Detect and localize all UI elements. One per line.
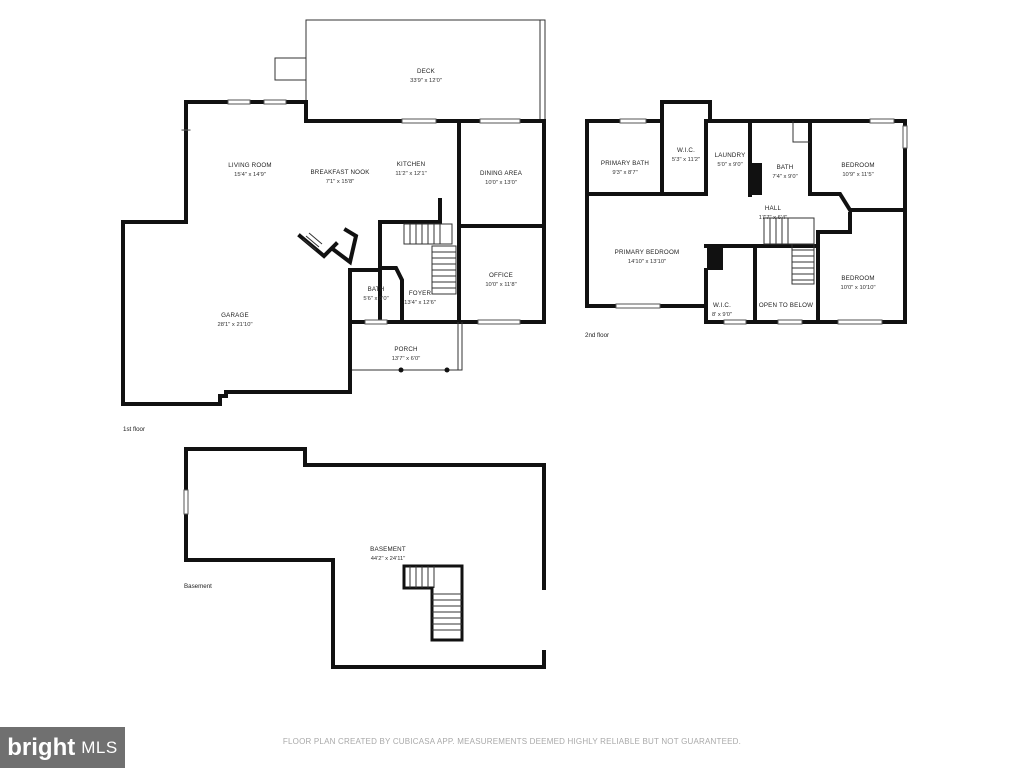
basement-stairs	[402, 564, 464, 642]
bath-1-dimensions: 5'6" x 8'0"	[363, 296, 388, 302]
second-floor-interior-walls	[585, 119, 907, 324]
office-label: OFFICE	[489, 272, 513, 279]
basement-window	[183, 489, 189, 515]
first-floor-interior-walls	[348, 119, 546, 324]
breakfast-nook-dimensions: 7'1" x 15'8"	[326, 179, 355, 185]
chimney-block	[750, 163, 762, 195]
hall-dimensions: 17'7" x 6'4"	[759, 215, 788, 221]
bath-1-label: BATH	[368, 286, 385, 293]
kitchen-label: KITCHEN	[397, 161, 426, 168]
chimney-block	[707, 246, 723, 270]
basement-floor-label: Basement	[184, 583, 212, 590]
deck-label: DECK	[417, 68, 436, 75]
living-room-label: LIVING ROOM	[228, 162, 271, 169]
logo-brand-text: bright	[7, 733, 76, 761]
living-room-dimensions: 15'4" x 14'9"	[234, 172, 266, 178]
bath-2-dimensions: 7'4" x 9'0"	[772, 174, 797, 180]
basement-outer-walls	[184, 447, 546, 669]
bath-2-label: BATH	[777, 164, 794, 171]
wic-1-label: W.I.C.	[677, 147, 695, 154]
laundry-dimensions: 5'0" x 9'0"	[717, 162, 742, 168]
primary-bath-dimensions: 9'3" x 8'7"	[612, 170, 637, 176]
dining-area-label: DINING AREA	[480, 170, 523, 177]
second-floor-plan: PRIMARY BATH 9'3" x 8'7" W.I.C. 5'3" x 1…	[585, 100, 908, 339]
garage-walls	[121, 220, 352, 406]
first-floor-label: 1st floor	[123, 426, 145, 433]
angled-closet-walls	[297, 227, 359, 266]
garage-label: GARAGE	[221, 312, 249, 319]
laundry-label: LAUNDRY	[715, 152, 746, 159]
first-floor-plan: DECK 33'9" x 12'0" LIVING ROOM 15'4" x 1…	[121, 19, 546, 433]
bedroom-2-dimensions: 10'0" x 10'10"	[840, 285, 875, 291]
second-floor-windows	[615, 118, 908, 325]
basement-plan: BASEMENT 44'2" x 24'11" Basement	[183, 447, 548, 669]
second-floor-label: 2nd floor	[585, 332, 609, 339]
basement-door-gap	[540, 590, 548, 650]
second-floor-stairs	[763, 217, 815, 285]
office-dimensions: 10'0" x 11'8"	[485, 282, 516, 288]
basement-room-label: BASEMENT	[370, 546, 406, 553]
breakfast-nook-label: BREAKFAST NOOK	[310, 169, 370, 176]
dining-area-dimensions: 10'0" x 13'0"	[485, 180, 517, 186]
garage-dimensions: 28'1" x 21'10"	[217, 322, 252, 328]
primary-bedroom-dimensions: 14'10" x 13'10"	[628, 259, 666, 265]
primary-bedroom-label: PRIMARY BEDROOM	[615, 249, 680, 256]
porch-dimensions: 13'7" x 6'0"	[392, 356, 421, 362]
hall-label: HALL	[765, 205, 782, 212]
second-floor-outer-walls	[585, 100, 907, 324]
first-floor-windows	[181, 99, 521, 325]
bedroom-2-label: BEDROOM	[841, 275, 874, 282]
porch-label: PORCH	[394, 346, 417, 353]
basement-room-dimensions: 44'2" x 24'11"	[371, 556, 406, 562]
first-floor-main-walls	[184, 100, 546, 394]
disclaimer-text: FLOOR PLAN CREATED BY CUBICASA APP. MEAS…	[282, 737, 742, 746]
porch-outline	[352, 322, 463, 371]
wic-2-dimensions: 8' x 9'0"	[712, 312, 732, 318]
first-floor-stairs	[403, 223, 457, 295]
foyer-label: FOYER	[409, 290, 432, 297]
closet-outline	[792, 121, 810, 143]
primary-bath-label: PRIMARY BATH	[601, 160, 649, 167]
deck-outline	[274, 19, 546, 121]
open-to-below-label: OPEN TO BELOW	[759, 302, 813, 309]
bedroom-1-label: BEDROOM	[841, 162, 874, 169]
wic-2-label: W.I.C.	[713, 302, 731, 309]
logo-suffix-text: MLS	[81, 737, 118, 757]
porch-column	[398, 367, 404, 373]
porch-column	[444, 367, 450, 373]
foyer-dimensions: 13'4" x 12'6"	[404, 300, 436, 306]
kitchen-dimensions: 11'2" x 12'1"	[395, 171, 426, 177]
angled-closet-shelves	[302, 232, 323, 251]
wic-1-dimensions: 5'3" x 11'2"	[672, 157, 700, 163]
bedroom-1-dimensions: 10'9" x 11'5"	[842, 172, 873, 178]
deck-dimensions: 33'9" x 12'0"	[410, 78, 442, 84]
